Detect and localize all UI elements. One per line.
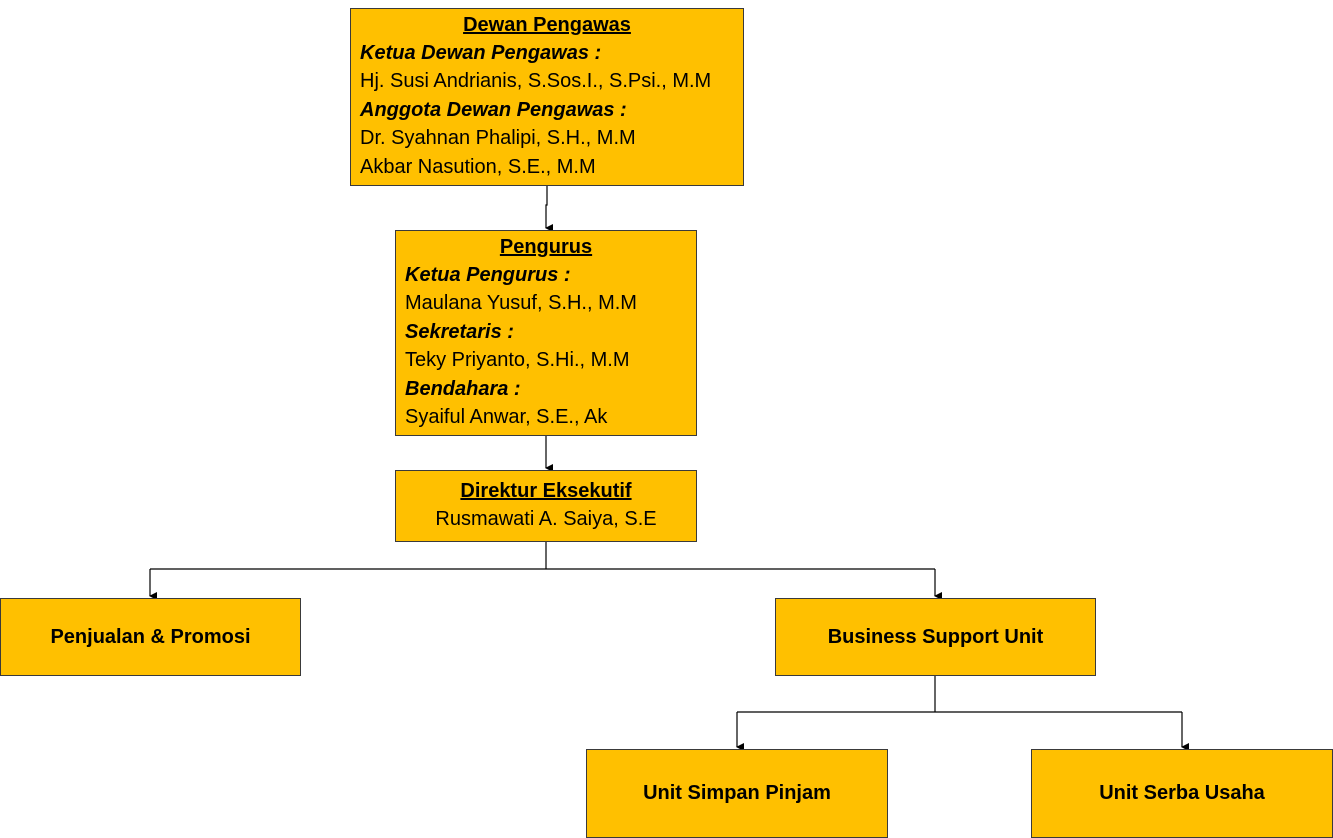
direktur-eksekutif-title: Direktur Eksekutif xyxy=(460,480,632,502)
penjualan-promosi-label: Penjualan & Promosi xyxy=(50,625,251,648)
business-support-unit-label: Business Support Unit xyxy=(827,625,1044,648)
business-support-unit-box: Business Support Unit xyxy=(775,598,1096,676)
penjualan-promosi-box: Penjualan & Promosi xyxy=(0,598,301,676)
dewan-pengawas-box: Dewan Pengawas Ketua Dewan Pengawas : Hj… xyxy=(350,8,744,186)
ketua-dewan-pengawas-name: Hj. Susi Andrianis, S.Sos.I., S.Psi., M.… xyxy=(360,70,712,92)
ketua-pengurus-name: Maulana Yusuf, S.H., M.M xyxy=(405,292,637,314)
pengurus-title: Pengurus xyxy=(499,236,593,258)
ketua-pengurus-label: Ketua Pengurus : xyxy=(405,264,571,286)
anggota-dewan-pengawas-name: Dr. Syahnan Phalipi, S.H., M.M xyxy=(360,127,636,149)
anggota-dewan-pengawas-label: Anggota Dewan Pengawas : xyxy=(360,99,627,121)
sekretaris-name: Teky Priyanto, S.Hi., M.M xyxy=(405,349,630,371)
bendahara-name: Syaiful Anwar, S.E., Ak xyxy=(405,406,608,428)
ketua-dewan-pengawas-label: Ketua Dewan Pengawas : xyxy=(360,42,602,64)
unit-serba-usaha-box: Unit Serba Usaha xyxy=(1031,749,1333,838)
direktur-eksekutif-name: Rusmawati A. Saiya, S.E xyxy=(435,508,657,530)
unit-serba-usaha-label: Unit Serba Usaha xyxy=(1099,782,1265,804)
dewan-pengawas-title: Dewan Pengawas xyxy=(463,14,631,36)
anggota-dewan-pengawas-name: Akbar Nasution, S.E., M.M xyxy=(360,156,596,178)
unit-simpan-pinjam-label: Unit Simpan Pinjam xyxy=(643,782,831,804)
sekretaris-label: Sekretaris : xyxy=(405,321,514,343)
pengurus-box: Pengurus Ketua Pengurus : Maulana Yusuf,… xyxy=(395,230,697,436)
connector-dewan-to-pengurus xyxy=(545,186,553,232)
bendahara-label: Bendahara : xyxy=(405,378,521,400)
unit-simpan-pinjam-box: Unit Simpan Pinjam xyxy=(586,749,888,838)
direktur-eksekutif-box: Direktur Eksekutif Rusmawati A. Saiya, S… xyxy=(395,470,697,542)
